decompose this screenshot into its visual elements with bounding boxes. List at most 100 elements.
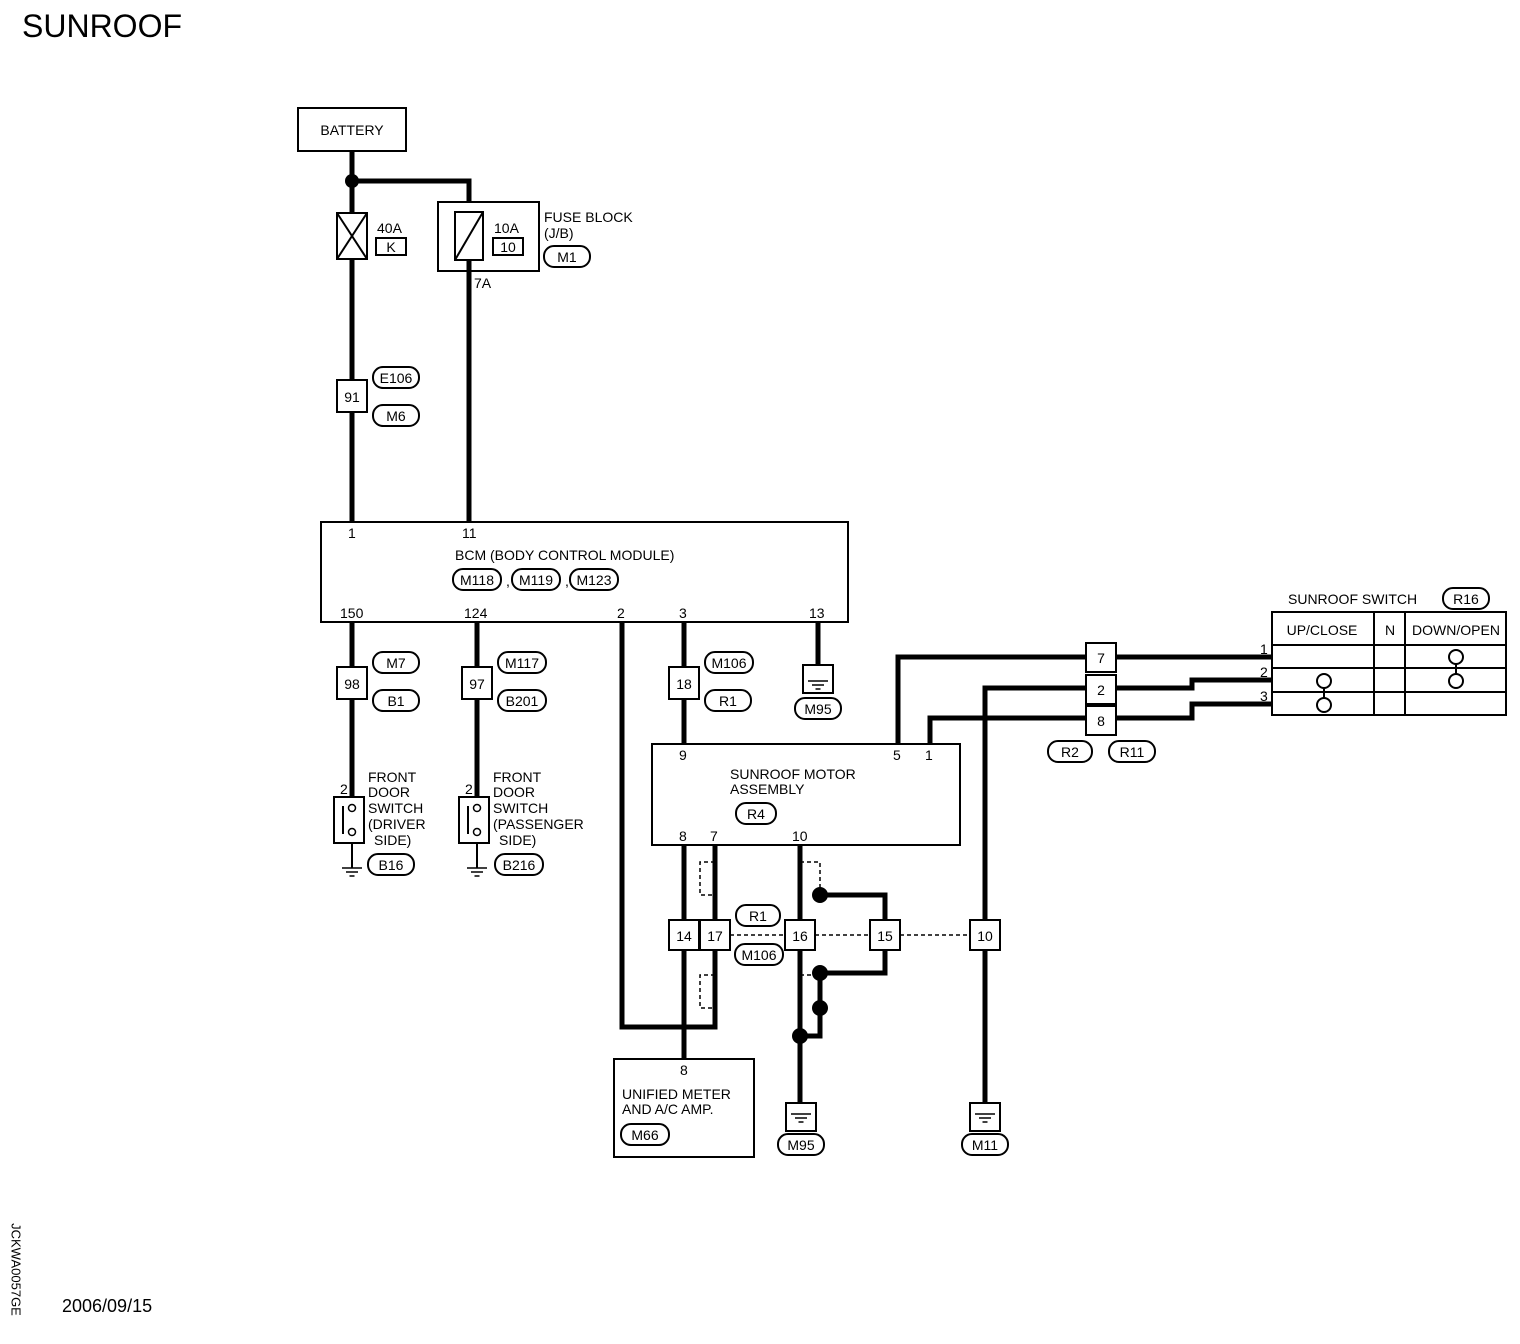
battery-label: BATTERY: [320, 122, 384, 138]
fuse-40a: 40A K: [336, 212, 407, 260]
fuse-10a-rating: 10A: [494, 220, 520, 236]
svg-text:M117: M117: [505, 655, 539, 671]
svg-text:2: 2: [340, 781, 348, 797]
svg-text:2: 2: [1097, 682, 1105, 698]
fuse-block-label: FUSE BLOCK: [544, 209, 633, 225]
fuse-40a-id: K: [386, 239, 396, 255]
joint-18: 18 M106 R1: [668, 651, 754, 712]
svg-text:M123: M123: [576, 572, 611, 588]
svg-text:(PASSENGER: (PASSENGER: [493, 816, 584, 832]
svg-text:R2: R2: [1061, 744, 1079, 760]
ground-driver-door-icon: [341, 867, 363, 877]
svg-text:2: 2: [1260, 664, 1268, 680]
svg-text:,: ,: [506, 573, 510, 589]
battery-box: BATTERY: [297, 107, 407, 152]
bcm-label: BCM (BODY CONTROL MODULE): [455, 547, 674, 563]
svg-text:N: N: [1385, 622, 1395, 638]
splice-1: [812, 887, 828, 903]
door-switch-passenger: 2 FRONT DOOR SWITCH (PASSENGER SIDE) B21…: [458, 769, 584, 876]
svg-text:M106: M106: [711, 655, 746, 671]
svg-text:15: 15: [877, 928, 893, 944]
svg-text:SUNROOF SWITCH: SUNROOF SWITCH: [1288, 591, 1417, 607]
svg-text:150: 150: [340, 605, 364, 621]
ground-m11: M11: [961, 1102, 1009, 1156]
svg-text:M66: M66: [631, 1127, 658, 1143]
svg-text:M11: M11: [972, 1137, 998, 1153]
joint-97: 97 M117 B201: [461, 651, 547, 712]
svg-text:E106: E106: [380, 370, 413, 386]
svg-text:M118: M118: [460, 572, 494, 588]
svg-text:3: 3: [1260, 688, 1268, 704]
splice-3: [812, 1000, 828, 1016]
svg-text:(DRIVER: (DRIVER: [368, 816, 426, 832]
svg-text:97: 97: [469, 676, 485, 692]
svg-text:R1: R1: [719, 693, 737, 709]
svg-text:FRONT: FRONT: [368, 769, 417, 785]
joint-mid: 14 17 16 15 10 R1 M106: [668, 904, 1001, 966]
svg-text:8: 8: [1097, 713, 1105, 729]
page-title: SUNROOF: [22, 8, 182, 44]
ground-passenger-door-icon: [466, 867, 488, 877]
svg-text:14: 14: [676, 928, 692, 944]
svg-text:98: 98: [344, 676, 360, 692]
splice-2: [812, 965, 828, 981]
svg-text:M95: M95: [804, 701, 831, 717]
svg-text:SWITCH: SWITCH: [493, 800, 548, 816]
svg-text:3: 3: [679, 605, 687, 621]
svg-text:R16: R16: [1453, 591, 1479, 607]
svg-text:M95: M95: [787, 1137, 814, 1153]
footer-date: 2006/09/15: [62, 1296, 153, 1316]
svg-text:UP/CLOSE: UP/CLOSE: [1287, 622, 1358, 638]
svg-text:1: 1: [1260, 641, 1268, 657]
svg-text:B16: B16: [379, 857, 404, 873]
svg-text:2: 2: [465, 781, 473, 797]
svg-text:ASSEMBLY: ASSEMBLY: [730, 781, 805, 797]
svg-text:M7: M7: [386, 655, 406, 671]
svg-text:7: 7: [1097, 650, 1105, 666]
svg-text:SWITCH: SWITCH: [368, 800, 423, 816]
svg-text:7: 7: [710, 828, 718, 844]
svg-text:13: 13: [809, 605, 825, 621]
svg-text:,: ,: [565, 573, 569, 589]
door-switch-driver: 2 FRONT DOOR SWITCH (DRIVER SIDE) B16: [333, 769, 426, 876]
svg-text:124: 124: [464, 605, 488, 621]
splice-4: [792, 1028, 808, 1044]
svg-text:18: 18: [676, 676, 692, 692]
fuse-block-jb: (J/B): [544, 225, 574, 241]
fuse-40a-rating: 40A: [377, 220, 403, 236]
svg-text:5: 5: [893, 747, 901, 763]
svg-text:91: 91: [344, 389, 360, 405]
svg-text:B216: B216: [503, 857, 536, 873]
ground-bcm: M95: [794, 664, 842, 720]
svg-text:10: 10: [977, 928, 993, 944]
svg-text:10: 10: [792, 828, 808, 844]
sunroof-motor-assembly: 9 5 1 SUNROOF MOTOR ASSEMBLY R4 8 7 10: [651, 743, 961, 846]
sunroof-switch: SUNROOF SWITCH R16 UP/CLOSE N DOWN/OPEN …: [1260, 587, 1507, 716]
svg-text:2: 2: [617, 605, 625, 621]
fuse-block: 10A 10 FUSE BLOCK (J/B) M1 7A: [437, 201, 633, 291]
ground-m95: M95: [777, 1102, 825, 1156]
svg-text:8: 8: [680, 1062, 688, 1078]
svg-text:M6: M6: [386, 408, 406, 424]
svg-text:16: 16: [792, 928, 808, 944]
svg-text:1: 1: [348, 525, 356, 541]
joint-98: 98 M7 B1: [336, 651, 420, 712]
svg-text:M119: M119: [519, 572, 553, 588]
svg-text:FRONT: FRONT: [493, 769, 542, 785]
joint-r2-r11: 7 2 8 R2 R11: [1047, 642, 1156, 763]
bcm-box: 1 11 BCM (BODY CONTROL MODULE) M118 , M1…: [320, 521, 849, 623]
svg-text:SUNROOF MOTOR: SUNROOF MOTOR: [730, 766, 856, 782]
fuse-block-terminal: 7A: [474, 275, 492, 291]
svg-text:17: 17: [707, 928, 723, 944]
svg-text:11: 11: [462, 525, 477, 541]
svg-text:R1: R1: [749, 908, 767, 924]
svg-text:R11: R11: [1120, 744, 1145, 760]
svg-text:9: 9: [679, 747, 687, 763]
svg-text:DOOR: DOOR: [368, 784, 410, 800]
unified-meter: 8 UNIFIED METER AND A/C AMP. M66: [613, 1058, 755, 1158]
svg-text:8: 8: [679, 828, 687, 844]
svg-text:B1: B1: [387, 693, 404, 709]
svg-text:DOOR: DOOR: [493, 784, 535, 800]
fuse-block-connector: M1: [557, 249, 577, 265]
